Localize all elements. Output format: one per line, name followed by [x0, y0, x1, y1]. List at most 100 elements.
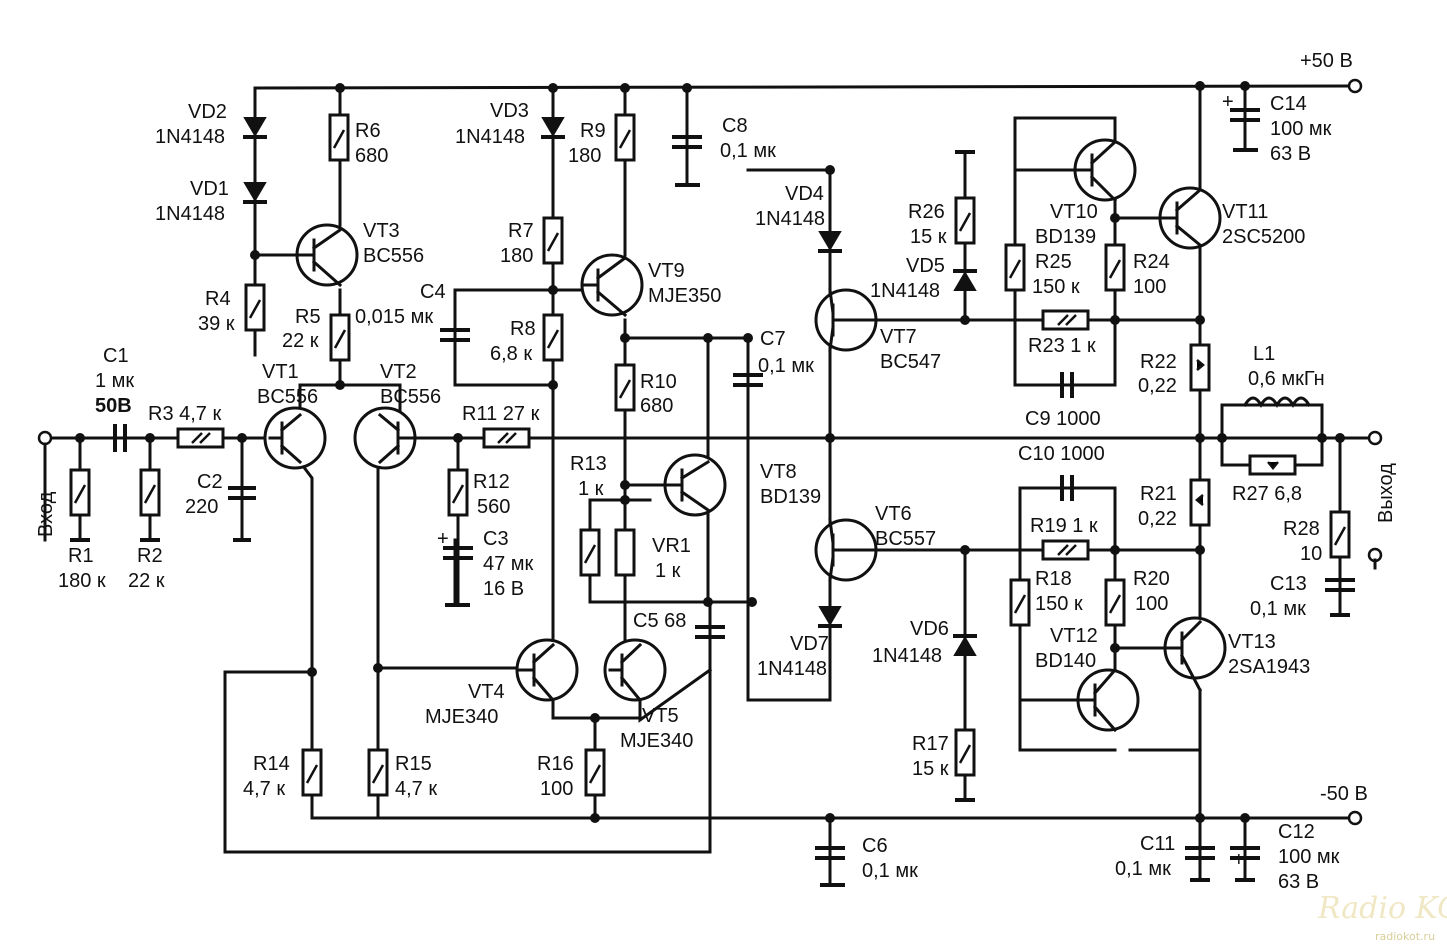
label: C5 68 — [633, 610, 686, 632]
label: R7 — [508, 220, 534, 242]
label: R15 — [395, 753, 432, 775]
label: C9 1000 — [1025, 408, 1101, 430]
label: 16 В — [483, 578, 524, 600]
label: C3 — [483, 528, 509, 550]
label: 680 — [355, 145, 388, 167]
label: VT5 — [642, 705, 679, 727]
label: VT13 — [1228, 631, 1276, 653]
label: 560 — [477, 496, 510, 518]
diodes — [243, 117, 977, 656]
label: VT3 — [363, 220, 400, 242]
label: R20 — [1133, 568, 1170, 590]
label: R9 — [580, 120, 606, 142]
label: 2SC5200 — [1222, 226, 1305, 248]
label: C14 — [1270, 93, 1307, 115]
label: R11 27 к — [462, 403, 540, 425]
label: R17 — [912, 733, 949, 755]
label: 1 к — [655, 560, 681, 582]
label: C6 — [862, 835, 888, 857]
label: R18 — [1035, 568, 1072, 590]
label: VD7 — [790, 633, 829, 655]
label: 100 мк — [1270, 118, 1332, 140]
label: VT6 — [875, 503, 912, 525]
label: 4,7 к — [395, 778, 437, 800]
label: VD3 — [490, 100, 529, 122]
label: 6,8 к — [490, 343, 532, 365]
label: VT8 — [760, 461, 797, 483]
label: 1N4148 — [755, 208, 825, 230]
label: VT4 — [468, 681, 505, 703]
label: 63 В — [1278, 871, 1319, 893]
label: C8 — [722, 115, 748, 137]
label: VT10 — [1050, 201, 1098, 223]
label: R14 — [253, 753, 290, 775]
label: C2 — [197, 471, 223, 493]
wires — [45, 84, 1377, 887]
label: 1N4148 — [155, 203, 225, 225]
label: 150 к — [1035, 593, 1083, 615]
label: 0,1 мк — [862, 860, 918, 882]
label: VT2 — [380, 361, 417, 383]
terminals — [37, 78, 1383, 826]
svg-text:+: + — [437, 528, 449, 550]
label: BD139 — [1035, 226, 1096, 248]
label: R25 — [1035, 251, 1072, 273]
label: R19 1 к — [1030, 515, 1098, 537]
label: R16 — [537, 753, 574, 775]
svg-text:+: + — [1233, 849, 1245, 871]
label: 10 — [1300, 543, 1322, 565]
label: R1 — [68, 545, 94, 567]
label: R28 — [1283, 518, 1320, 540]
label: 180 к — [58, 570, 106, 592]
label: 39 к — [198, 313, 235, 335]
label: VT7 — [880, 326, 917, 348]
label: C4 — [420, 281, 446, 303]
label: R21 — [1140, 483, 1177, 505]
label: R12 — [473, 471, 510, 493]
label: 15 к — [912, 758, 949, 780]
label: 0,1 мк — [720, 140, 776, 162]
label: MJE340 — [620, 730, 693, 752]
label: 0,6 мкГн — [1248, 368, 1325, 390]
label: C13 — [1270, 573, 1307, 595]
label: 2SA1943 — [1228, 656, 1310, 678]
label: 47 мк — [483, 553, 534, 575]
label: 0,22 — [1138, 375, 1177, 397]
label: BC556 — [363, 245, 424, 267]
label: 0,015 мк — [355, 306, 433, 328]
resistors — [69, 113, 1351, 797]
input-label: Вход — [35, 491, 57, 537]
transistors — [263, 138, 1227, 733]
component-labels: +50 В -50 В Вход Выход VD2 1N4148 VD1 1N… — [35, 50, 1397, 893]
label: 1N4148 — [757, 658, 827, 680]
label: VT11 — [1222, 201, 1268, 223]
label: VD4 — [785, 183, 824, 205]
label: C1 — [103, 345, 129, 367]
label: 100 — [540, 778, 573, 800]
rail-negative-label: -50 В — [1320, 783, 1368, 805]
label: BC556 — [380, 386, 441, 408]
label: 0,1 мк — [758, 355, 814, 377]
label: BC557 — [875, 528, 936, 550]
label: VT12 — [1050, 625, 1098, 647]
label: MJE340 — [425, 706, 498, 728]
label: R6 — [355, 120, 381, 142]
label: VD5 — [906, 255, 945, 277]
label: C12 — [1278, 821, 1315, 843]
label: 0,1 мк — [1250, 598, 1306, 620]
label: 100 мк — [1278, 846, 1340, 868]
label: BC547 — [880, 351, 941, 373]
label: 1N4148 — [870, 280, 940, 302]
label: R2 — [137, 545, 163, 567]
inductor-l1 — [1242, 396, 1312, 409]
label: VD1 — [190, 178, 229, 200]
label: 220 — [185, 496, 218, 518]
label: 15 к — [910, 226, 947, 248]
label: R24 — [1133, 251, 1170, 273]
label: 22 к — [282, 330, 319, 352]
label: BC556 — [257, 386, 318, 408]
label: R22 — [1140, 351, 1177, 373]
label: R27 6,8 — [1232, 483, 1302, 505]
label: R4 — [205, 288, 231, 310]
label: 1N4148 — [155, 126, 225, 148]
